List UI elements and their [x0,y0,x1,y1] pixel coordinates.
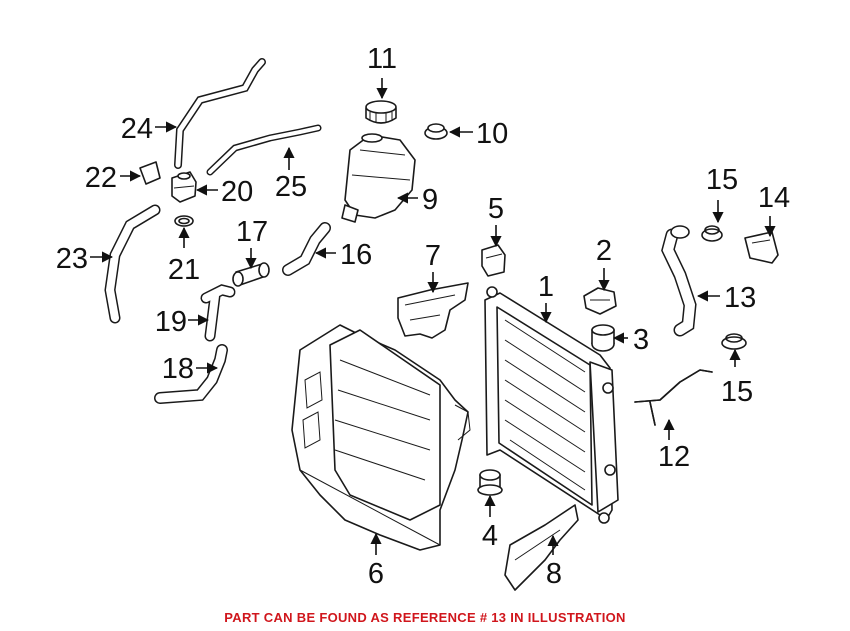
bracket-part-14 [744,231,779,264]
callout-23: 23 [56,243,88,275]
tank-cap-part-11 [365,100,397,124]
callout-7: 7 [425,240,441,272]
callout-4: 4 [482,520,498,552]
valve-part-20 [171,171,197,203]
seal-part-21 [174,215,194,227]
expansion-tank-part-9 [341,133,416,223]
air-guide-part-7 [397,282,469,339]
hose-part-23 [104,204,161,324]
callout-22: 22 [85,162,117,194]
callout-9: 9 [422,184,438,216]
callout-12: 12 [658,441,690,473]
callout-15-upper: 15 [706,164,738,196]
callout-5: 5 [488,193,504,225]
callout-13: 13 [724,282,756,314]
fan-shroud-part-6 [291,324,471,551]
hose-part-16 [282,222,331,276]
callout-10: 10 [476,118,508,150]
bracket-part-2 [583,287,617,315]
callout-21: 21 [168,254,200,286]
clip-part-22 [139,161,161,185]
callout-24: 24 [121,113,153,145]
tee-fitting-part-19 [200,284,236,342]
hose-part-12 [634,369,713,426]
callout-2: 2 [596,235,612,267]
callout-20: 20 [221,176,253,208]
pipe-part-24 [174,58,266,169]
callout-1: 1 [538,271,554,303]
air-guide-part-8 [504,504,579,591]
callout-16: 16 [340,239,372,271]
callout-8: 8 [546,558,562,590]
callout-25: 25 [275,171,307,203]
hose-part-18 [154,344,228,404]
callout-3: 3 [633,324,649,356]
callout-6: 6 [368,558,384,590]
reference-note: PART CAN BE FOUND AS REFERENCE # 13 IN I… [224,610,626,625]
clip-part-5 [481,244,506,277]
pipe-part-25 [206,124,322,176]
radiator-part-1 [484,286,619,524]
callout-18: 18 [162,353,194,385]
cap-part-10 [424,123,448,140]
callout-17: 17 [236,216,268,248]
callout-numbers: 1 2 3 4 5 6 7 8 9 10 11 12 13 14 15 15 1… [56,43,790,590]
hose-part-13 [661,225,697,337]
callout-11: 11 [367,43,397,75]
callout-19: 19 [155,306,187,338]
mount-part-4 [477,469,503,496]
clamp-part-15-upper [701,225,723,242]
callout-14: 14 [758,182,790,214]
callout-15-lower: 15 [721,376,753,408]
mount-part-3 [591,324,615,352]
clamp-part-15-lower [721,333,747,350]
leader-lines [90,78,776,555]
